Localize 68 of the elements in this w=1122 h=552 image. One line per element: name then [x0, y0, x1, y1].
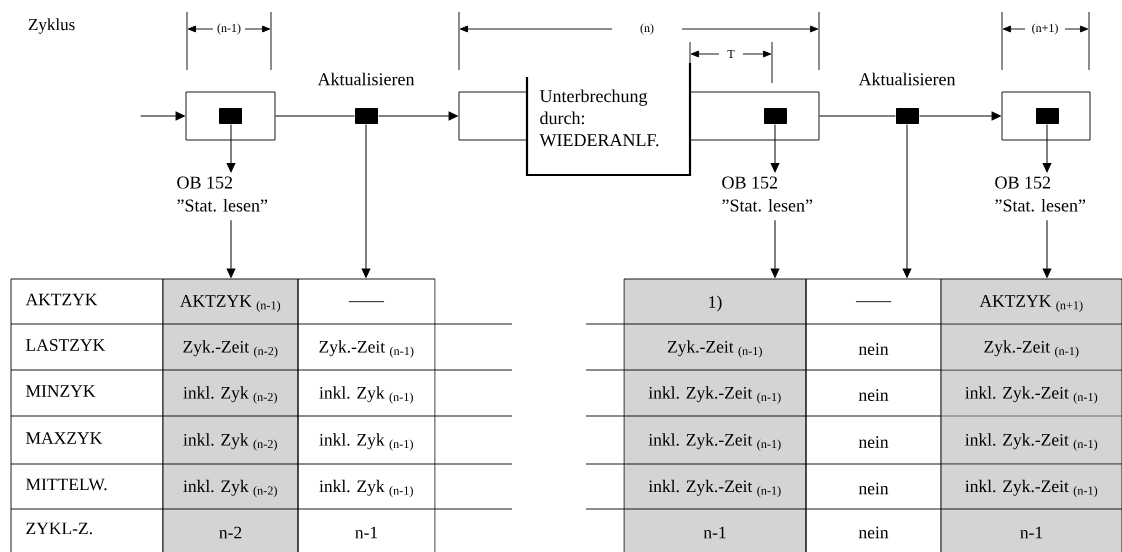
- dimension-label: T: [725, 48, 737, 60]
- arrow: [1042, 219, 1052, 278]
- row-header: ZYKL-Z.: [26, 522, 92, 535]
- block-label: OB 152 ”Stat. lesen”: [177, 176, 268, 212]
- arrow: [770, 219, 780, 278]
- block-label: OB 152 ”Stat. lesen”: [995, 176, 1086, 212]
- arrow: [902, 124, 912, 278]
- marker-square: [219, 108, 242, 124]
- table-entry: Zyk.-Zeit $_{(n-1)}$: [667, 340, 762, 358]
- table-entry: inkl. Zyk $_{(n-1)}$: [319, 386, 413, 404]
- table-entry: inkl. Zyk.-Zeit $_{(n-1)}$: [965, 433, 1098, 451]
- table-entry: n-1: [703, 526, 726, 539]
- table-entry: inkl. Zyk.-Zeit $_{(n-1)}$: [648, 433, 781, 451]
- table-entry: AKTZYK $_{(n+1)}$: [979, 295, 1083, 312]
- arrow: [1042, 124, 1052, 173]
- table-entry: inkl. Zyk $_{(n-2)}$: [183, 479, 277, 498]
- cycle-box: [1001, 91, 1091, 141]
- process-label: Aktualisieren: [316, 71, 416, 87]
- table-entry: Zyk.-Zeit $_{(n-1)}$: [984, 340, 1079, 358]
- process-label: Aktualisieren: [857, 71, 957, 87]
- row-header: LASTZYK: [26, 339, 106, 351]
- table-entry: nein: [858, 526, 889, 539]
- row-header: MITTELW.: [26, 478, 107, 491]
- connector-line: [818, 115, 896, 117]
- table-entry: ——: [855, 301, 892, 303]
- connector-line: [274, 115, 355, 117]
- block-label: OB 152 ”Stat. lesen”: [722, 176, 813, 212]
- arrow: [919, 111, 1001, 121]
- row-header: MAXZYK: [26, 432, 103, 444]
- table-entry: nein: [858, 343, 889, 355]
- table-entry: inkl. Zyk.-Zeit $_{(n-1)}$: [965, 386, 1098, 404]
- table-entry: inkl. Zyk.-Zeit $_{(n-1)}$: [965, 479, 1098, 498]
- marker-square: [1036, 108, 1059, 124]
- table-entry: nein: [858, 436, 889, 448]
- table-entry: inkl. Zyk $_{(n-1)}$: [319, 433, 413, 451]
- table-entry: 1): [709, 295, 722, 312]
- node-label: Unterbrechung durch: WIEDERANLF.: [539, 89, 659, 147]
- table-entry: n-2: [219, 526, 242, 539]
- dimension-label: (n+1): [1030, 22, 1060, 36]
- row-header: MINZYK: [26, 385, 96, 397]
- table-entry: nein: [858, 389, 889, 401]
- marker-square: [896, 108, 919, 124]
- marker-square: [764, 108, 787, 124]
- dimension-label: (n): [638, 22, 656, 36]
- marker-square: [355, 108, 378, 124]
- table-entry: ——: [348, 301, 385, 303]
- arrow: [140, 111, 185, 121]
- cycle-box: [185, 91, 276, 141]
- table-entry: inkl. Zyk $_{(n-1)}$: [319, 479, 413, 498]
- table-entry: Zyk.-Zeit $_{(n-2)}$: [183, 340, 278, 358]
- table-entry: n-1: [355, 526, 378, 539]
- arrow: [226, 124, 236, 173]
- row-header: AKTZYK: [25, 293, 98, 306]
- title-label: Zyklus: [26, 16, 77, 36]
- dimension-label: (n-1): [215, 22, 243, 36]
- table-entry: Zyk.-Zeit $_{(n-1)}$: [319, 340, 414, 358]
- arrow: [226, 219, 236, 278]
- arrow: [770, 124, 780, 173]
- table-entry: inkl. Zyk $_{(n-2)}$: [183, 386, 277, 404]
- table-entry: inkl. Zyk.-Zeit $_{(n-1)}$: [648, 479, 781, 498]
- table-entry: nein: [858, 482, 889, 495]
- arrow: [361, 124, 371, 278]
- interruption-box: Unterbrechung durch: WIEDERANLF.: [525, 63, 692, 177]
- arrow: [378, 111, 458, 121]
- table-entry: n-1: [1020, 526, 1043, 539]
- table-entry: AKTZYK $_{(n-1)}$: [180, 295, 281, 312]
- table-entry: inkl. Zyk $_{(n-2)}$: [183, 433, 277, 451]
- table-entry: inkl. Zyk.-Zeit $_{(n-1)}$: [648, 386, 781, 404]
